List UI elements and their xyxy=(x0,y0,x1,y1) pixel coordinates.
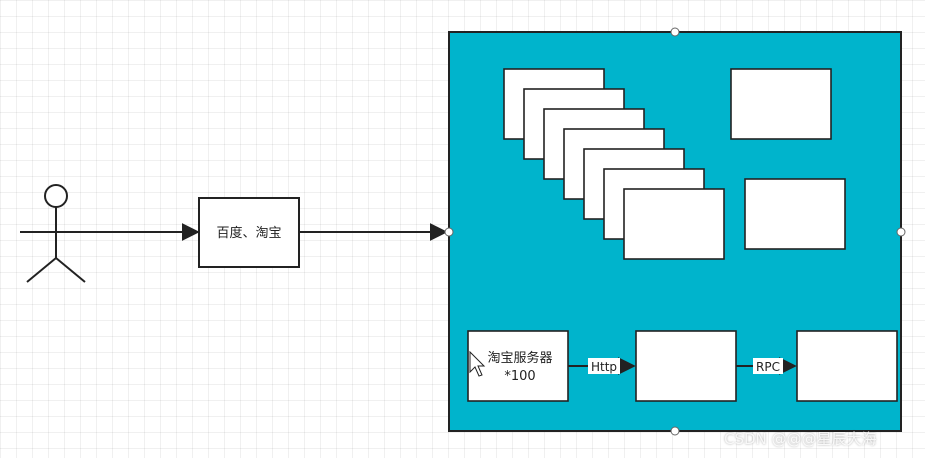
taobao-server-count: *100 xyxy=(504,369,535,384)
box-top-right[interactable] xyxy=(730,68,832,140)
http-edge-label: Http xyxy=(588,358,620,374)
entry-node[interactable]: 百度、淘宝 xyxy=(198,197,300,268)
box-middle-right[interactable] xyxy=(744,178,846,250)
selection-handles[interactable] xyxy=(444,27,906,436)
box-bottom-middle[interactable] xyxy=(635,330,737,402)
mouse-cursor-icon xyxy=(469,350,486,377)
rpc-label-text: RPC xyxy=(756,360,780,374)
box-bottom-right[interactable] xyxy=(796,330,898,402)
stacked-server-boxes xyxy=(503,68,725,260)
entry-node-label: 百度、淘宝 xyxy=(216,225,281,241)
http-label-text: Http xyxy=(591,360,617,374)
taobao-server-label: 淘宝服务器 xyxy=(487,350,552,366)
user-actor-icon xyxy=(20,184,92,283)
rpc-edge-label: RPC xyxy=(753,358,783,374)
csdn-watermark: CSDN @@@星辰大海 xyxy=(724,430,877,448)
